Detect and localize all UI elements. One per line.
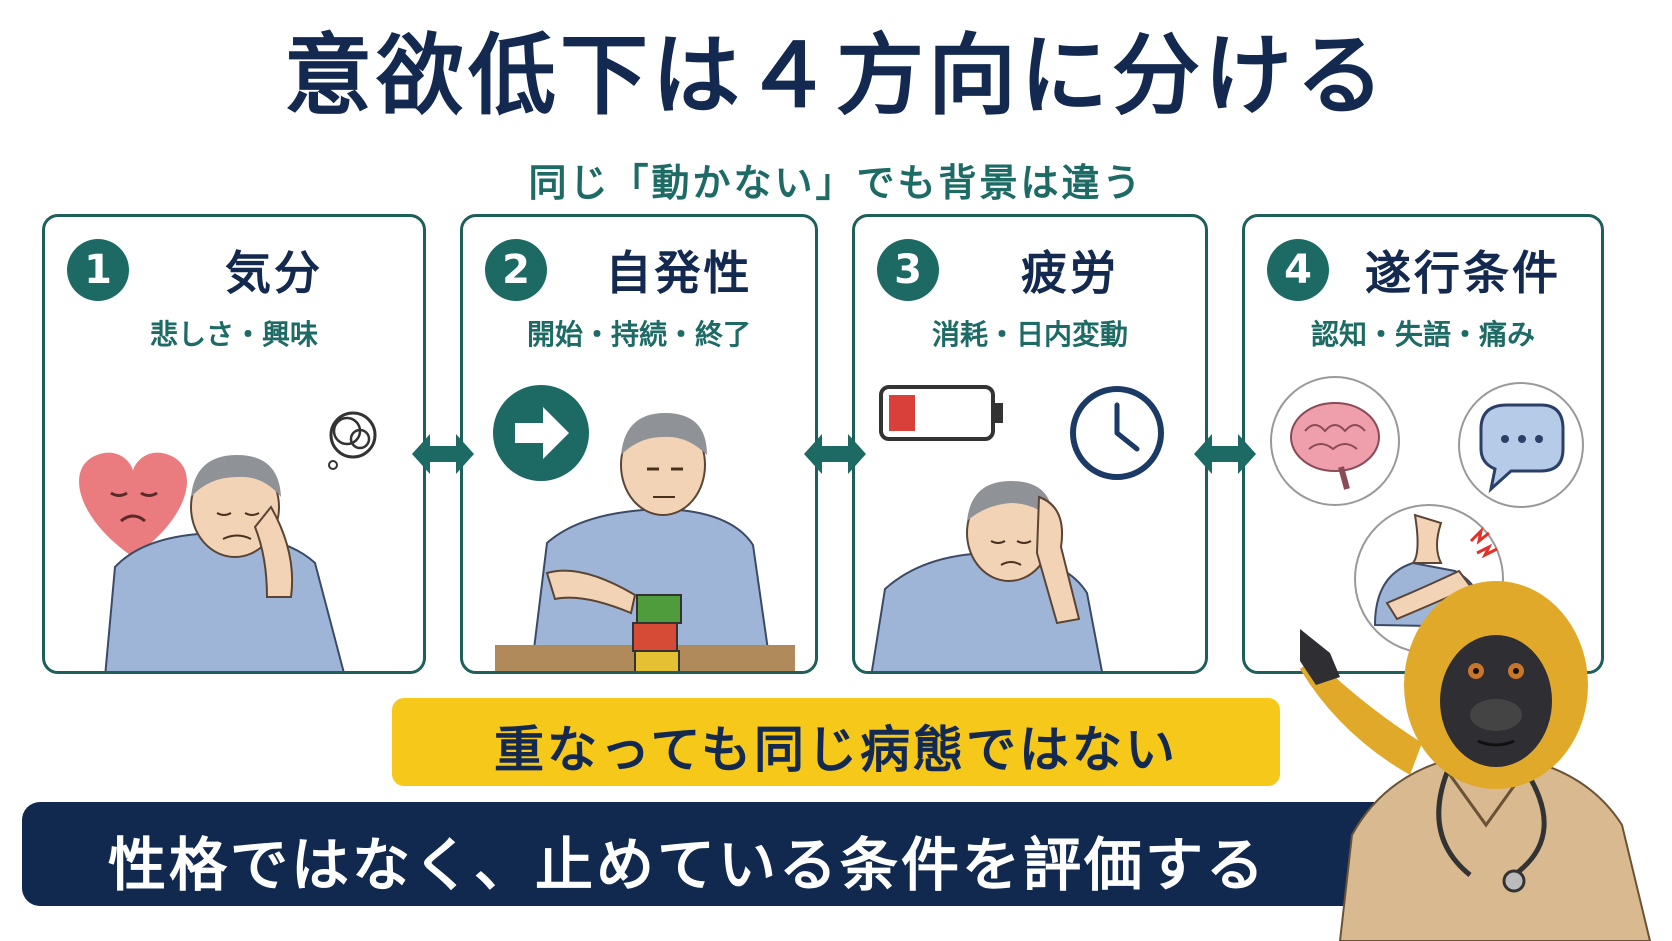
brain-icon: [1270, 376, 1400, 506]
sad-heart-icon: [79, 452, 187, 557]
highlight-text: 重なっても同じ病態ではない: [494, 721, 1178, 779]
card-fatigue: 3 疲労 消耗・日内変動: [852, 214, 1208, 674]
card-subtitle: 悲しさ・興味: [149, 318, 318, 351]
person-figure: [531, 413, 771, 658]
card-number-badge: 1: [67, 239, 129, 301]
tired-person-illustration: [870, 385, 1164, 671]
conclusion-banner: 性格ではなく、止めている条件を評価する: [22, 802, 1452, 906]
blocks-icon: [632, 594, 682, 671]
card-number-badge: 3: [877, 239, 939, 301]
double-arrow-icon: [1194, 434, 1256, 474]
card-mood: 1 気分 悲しさ・興味: [42, 214, 426, 674]
card-subtitle: 消耗・日内変動: [931, 318, 1128, 351]
card-subtitle: 開始・持続・終了: [526, 318, 751, 351]
conclusion-text: 性格ではなく、止めている条件を評価する: [108, 831, 1268, 899]
speech-bubble-icon: [1458, 382, 1584, 508]
start-arrow-icon: [493, 385, 589, 481]
clock-icon: [1070, 386, 1164, 480]
card-spontaneity: 2 自発性 開始・持続・終了: [460, 214, 818, 674]
double-arrow-icon: [412, 434, 474, 474]
card-performance-conditions: 4 遂行条件 認知・失語・痛み: [1242, 214, 1604, 674]
card-number-badge: 4: [1267, 239, 1329, 301]
card-number-badge: 2: [485, 239, 547, 301]
highlight-banner: 重なっても同じ病態ではない: [392, 698, 1280, 786]
page-subtitle: 同じ「動かない」でも背景は違う: [528, 161, 1144, 205]
gorilla-doctor-mascot: [1300, 581, 1652, 941]
page-title: 意欲低下は４方向に分ける: [283, 24, 1388, 127]
double-arrow-icon: [804, 434, 866, 474]
person-figure: [104, 455, 345, 671]
sad-person-illustration: [79, 411, 377, 671]
card-title: 遂行条件: [1365, 246, 1561, 300]
person-figure: [870, 481, 1103, 671]
low-battery-icon: [879, 385, 1003, 441]
card-title: 疲労: [1021, 246, 1119, 300]
card-title: 気分: [225, 246, 323, 300]
tangled-thought-icon: [328, 411, 377, 470]
blocks-person-illustration: [493, 385, 795, 671]
card-subtitle: 認知・失語・痛み: [1310, 318, 1535, 351]
card-title: 自発性: [605, 246, 753, 300]
